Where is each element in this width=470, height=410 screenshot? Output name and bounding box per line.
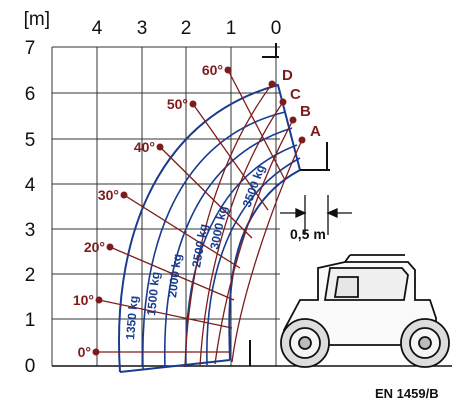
load-label-2000: 2000 kg bbox=[165, 253, 184, 298]
angle-label-60: 60° bbox=[202, 62, 223, 78]
y-tick-2: 2 bbox=[25, 265, 36, 286]
angle-dots bbox=[92, 66, 306, 356]
y-tick-0: 0 bbox=[25, 356, 36, 377]
arc-c bbox=[199, 101, 284, 367]
angle-lines bbox=[96, 69, 303, 368]
load-label-1350: 1350 kg bbox=[123, 295, 141, 340]
x-tick-4: 4 bbox=[92, 18, 103, 39]
position-c: C bbox=[290, 86, 301, 103]
dimension-marker bbox=[280, 195, 352, 235]
x-tick-3: 3 bbox=[137, 18, 148, 39]
x-tick-0: 0 bbox=[271, 18, 282, 39]
x-tick-2: 2 bbox=[181, 18, 192, 39]
envelope-outer bbox=[118, 83, 301, 373]
load-envelope bbox=[118, 83, 301, 373]
telehandler-icon bbox=[280, 254, 450, 368]
y-tick-5: 5 bbox=[25, 130, 36, 151]
y-tick-1: 1 bbox=[25, 310, 36, 331]
position-b: B bbox=[300, 103, 311, 120]
envelope-bottom bbox=[119, 359, 231, 373]
arc-a bbox=[231, 139, 303, 363]
arc-b bbox=[214, 119, 294, 365]
load-label-1500: 1500 kg bbox=[144, 271, 163, 316]
angle-label-0: 0° bbox=[78, 344, 91, 360]
grid bbox=[51, 46, 280, 366]
fork-top-icon bbox=[262, 43, 279, 58]
y-tick-7: 7 bbox=[25, 38, 36, 59]
angle-label-20: 20° bbox=[84, 239, 105, 255]
dimension-label: 0,5 m bbox=[290, 226, 326, 242]
x-tick-1: 1 bbox=[226, 18, 237, 39]
y-tick-6: 6 bbox=[25, 84, 36, 105]
chart-code: EN 1459/B bbox=[375, 386, 439, 401]
angle-label-30: 30° bbox=[98, 187, 119, 203]
x-unit-label: [m] bbox=[24, 9, 50, 30]
capacity-line-3000 bbox=[206, 157, 301, 366]
y-tick-4: 4 bbox=[25, 175, 36, 196]
arc-d bbox=[184, 83, 273, 368]
position-d: D bbox=[282, 67, 293, 84]
angle-label-40: 40° bbox=[134, 139, 155, 155]
angle-label-50: 50° bbox=[167, 96, 188, 112]
envelope-inner bbox=[228, 169, 301, 361]
fork-front-icon bbox=[300, 142, 330, 171]
capacity-line-2000 bbox=[163, 127, 293, 369]
angle-label-10: 10° bbox=[73, 292, 94, 308]
position-a: A bbox=[310, 123, 321, 140]
y-tick-3: 3 bbox=[25, 220, 36, 241]
